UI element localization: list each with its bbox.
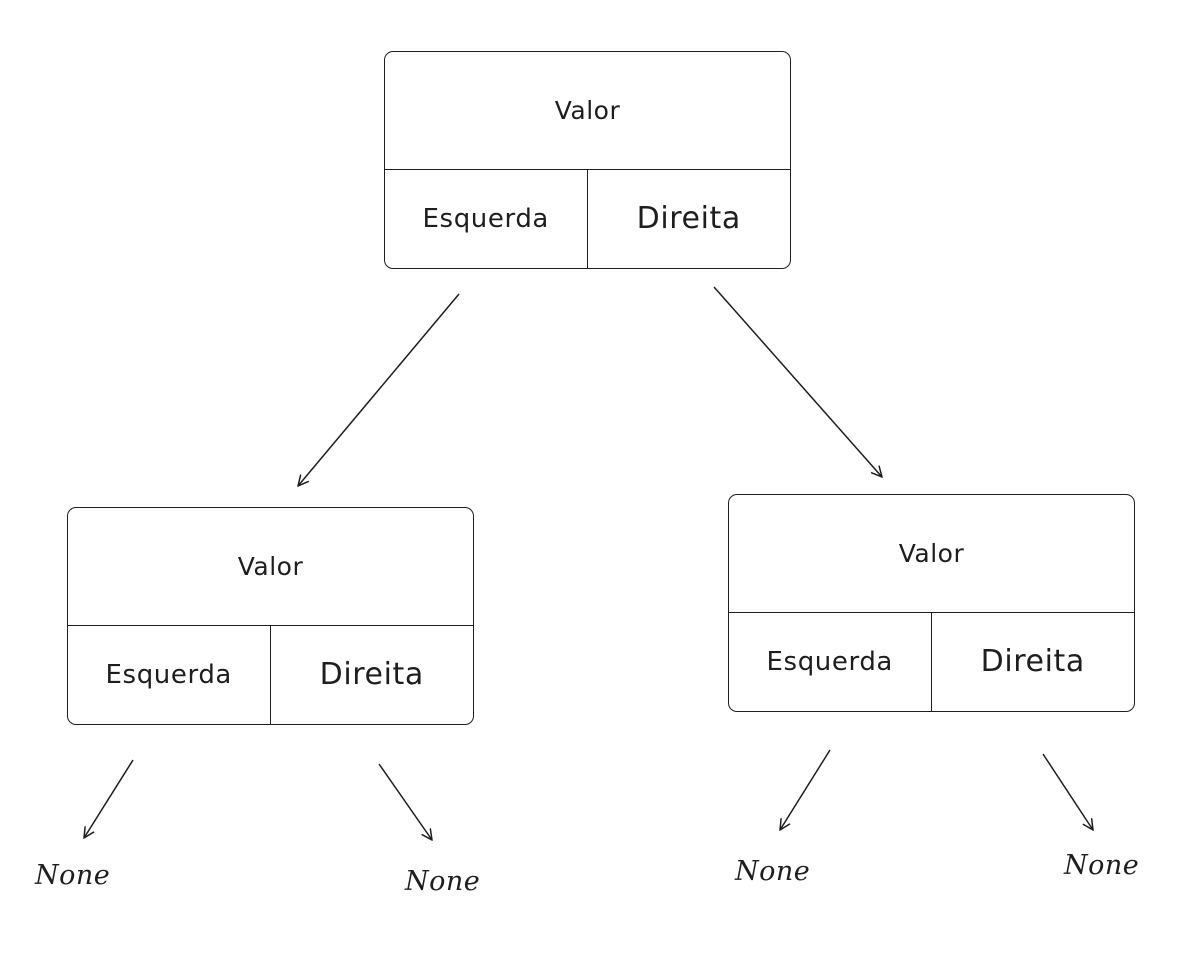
node-value-cell: Valor (68, 508, 473, 626)
node-left-pointer-cell: Esquerda (68, 625, 271, 724)
none-leaf-label: None (735, 856, 811, 887)
none-leaf-label: None (35, 860, 111, 891)
left-child-to-none-2-arrow (378, 763, 432, 840)
left-child-to-none-1-arrow (84, 759, 134, 838)
right-child-node: Valor Esquerda Direita (728, 494, 1135, 712)
node-left-pointer-cell: Esquerda (729, 612, 932, 711)
node-right-pointer-cell: Direita (636, 201, 741, 236)
node-left-pointer-cell: Esquerda (385, 169, 588, 268)
none-leaf-label: None (405, 866, 481, 897)
node-right-pointer-cell: Direita (980, 644, 1085, 679)
none-leaf-label: None (1064, 850, 1140, 881)
left-child-node: Valor Esquerda Direita (67, 507, 474, 725)
root-to-left-child-arrow (298, 293, 460, 486)
root-node: Valor Esquerda Direita (384, 51, 791, 269)
right-child-to-none-4-arrow (1042, 753, 1093, 830)
right-child-to-none-3-arrow (780, 749, 831, 830)
node-value-cell: Valor (385, 52, 790, 170)
node-right-pointer-cell: Direita (319, 657, 424, 692)
root-to-right-child-arrow (713, 286, 882, 477)
node-value-cell: Valor (729, 495, 1134, 613)
